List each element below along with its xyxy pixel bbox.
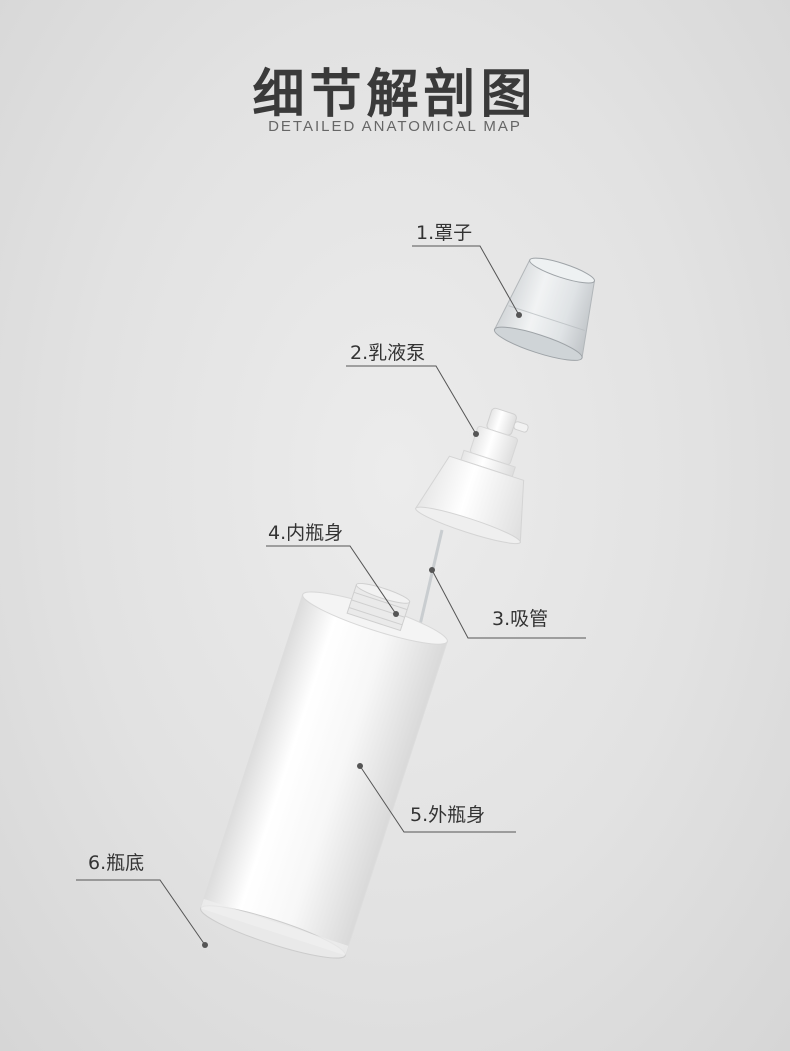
page-subtitle: DETAILED ANATOMICAL MAP [268, 118, 522, 135]
leader-lines [76, 245, 586, 946]
pump-part [414, 407, 529, 545]
leader-line-pump [346, 365, 477, 435]
label-cap: 1.罩子 [416, 222, 473, 244]
label-outer-bottle: 5.外瓶身 [410, 804, 486, 826]
page-title: 细节解剖图 [252, 65, 538, 125]
label-inner-bottle: 4.内瓶身 [268, 522, 344, 544]
label-tube: 3.吸管 [492, 608, 549, 630]
dip-tube-part [418, 529, 444, 626]
outer-bottle-part [200, 582, 448, 959]
leader-line-cap [412, 245, 520, 316]
leader-dots [202, 312, 522, 948]
label-bottom: 6.瓶底 [88, 852, 145, 874]
label-pump: 2.乳液泵 [350, 342, 426, 364]
leader-line-bottom [76, 879, 206, 946]
leader-line-inner [266, 545, 397, 615]
cap-part [493, 257, 595, 361]
leader-line-tube [431, 569, 586, 639]
leader-line-outer [359, 765, 516, 833]
